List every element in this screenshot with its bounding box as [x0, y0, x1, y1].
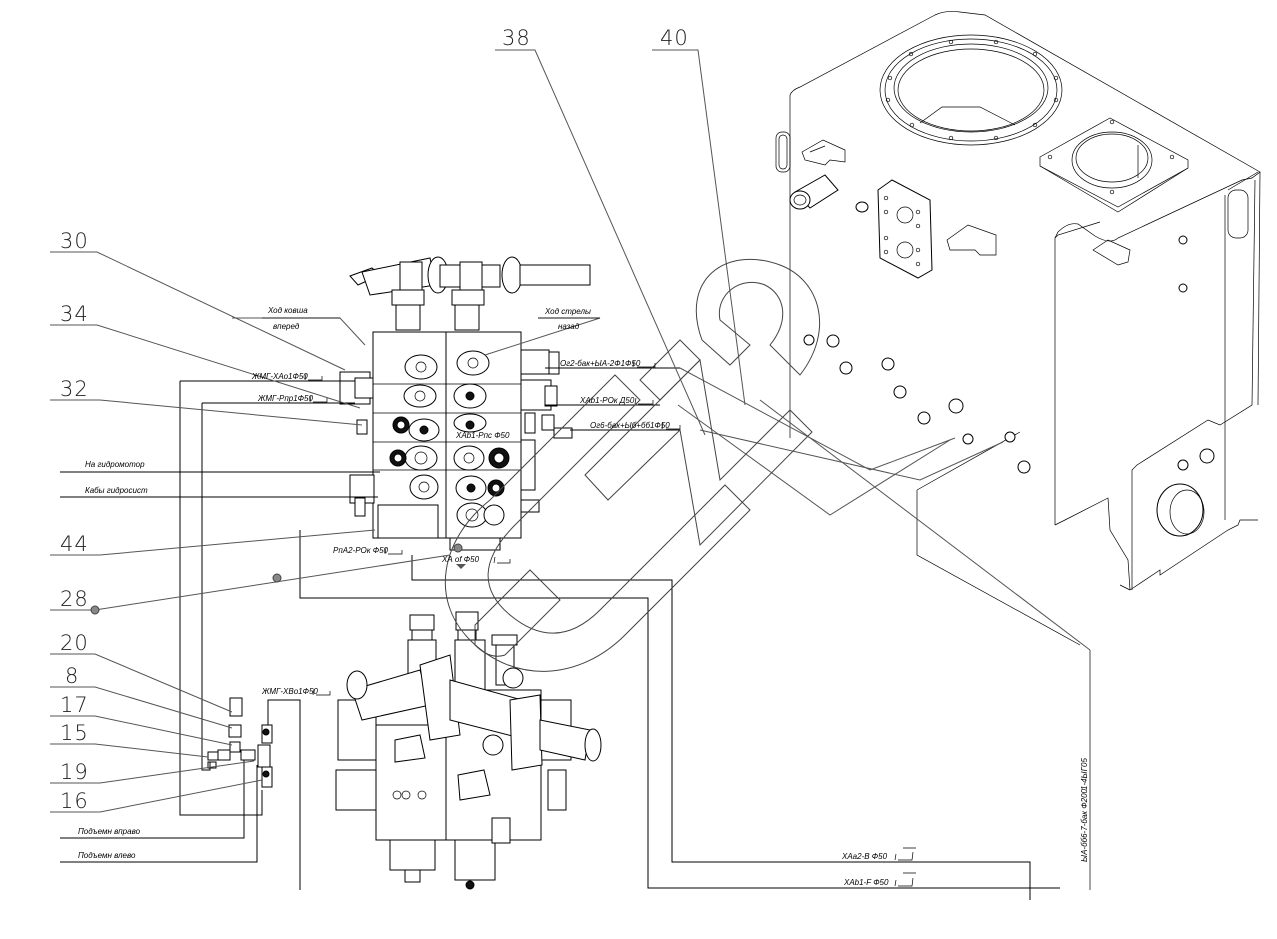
- callout-44: 44: [60, 532, 89, 556]
- leader-dot-28-end: [90, 605, 100, 615]
- upper-valve-block: [339, 256, 591, 551]
- callout-19: 19: [60, 760, 89, 784]
- lower-valve-block: [335, 611, 602, 890]
- callout-17: 17: [60, 693, 89, 717]
- callout-15: 15: [60, 721, 89, 745]
- callout-30: 30: [60, 229, 89, 253]
- note-line-xab1f: ХАb1-F Ф50: [843, 878, 889, 887]
- note-line-or2: Ог2-бак+ЫА-2Ф1Ф50: [560, 359, 641, 368]
- note-hydro-cable: Кабы гидросист: [85, 486, 148, 495]
- note-vertical-2: 1-4ЫГ05: [1080, 758, 1089, 790]
- callout-38: 38: [502, 26, 531, 50]
- callout-8: 8: [65, 664, 79, 688]
- callout-32: 32: [60, 377, 89, 401]
- dropdown-marker-icon: [456, 564, 466, 569]
- note-line-xaa2: ХАа2-В Ф50: [841, 852, 888, 861]
- hydraulic-tank: [775, 11, 1261, 646]
- callout-16: 16: [60, 789, 89, 813]
- leader-dot-28: [272, 573, 282, 583]
- note-line-rna2: РпА2-РОк Ф50: [333, 546, 389, 555]
- leader-lines: [50, 49, 1091, 813]
- note-line-xa: ЖМГ-ХАо1Ф50: [251, 372, 308, 381]
- large-flange: [879, 34, 1063, 146]
- note-line-rpp: ЖМГ-Рпр1Ф50: [257, 394, 313, 403]
- callout-34: 34: [60, 302, 89, 326]
- note-vertical-1: ЫА-бб6-7-бак Ф200: [1080, 788, 1089, 862]
- annotations: Ход ковша вперед Ход стрелы назад ЖМГ-ХА…: [78, 306, 1089, 887]
- callout-40: 40: [660, 26, 689, 50]
- note-lift-left: Подъемн влево: [78, 851, 136, 860]
- note-boom-back-2: назад: [558, 322, 580, 331]
- note-line-xab1-pok: ХАb1-РОк Д50: [579, 396, 635, 405]
- callout-20: 20: [60, 631, 89, 655]
- note-to-hydromotor: На гидромотор: [85, 460, 145, 469]
- pipelines: [60, 367, 1091, 900]
- note-line-xab1-pc: ХАb1-Рпс Ф50: [455, 431, 510, 440]
- callout-28: 28: [60, 587, 89, 611]
- callouts: 38 40 30 34 32 44 28 20 8 17 15 19 16: [60, 26, 689, 813]
- watermark-umg: [444, 258, 821, 672]
- note-line-or6: Ог6-бак+Ыб+бб1Ф50: [590, 421, 670, 430]
- note-line-xbo: ЖМГ-ХВо1Ф50: [261, 687, 318, 696]
- note-line-xa-lower: ХА оf Ф50: [441, 555, 480, 564]
- note-boom-back-1: Ход стрелы: [544, 307, 591, 316]
- leader-dot-44: [453, 543, 463, 553]
- note-bucket-forward-1: Ход ковша: [267, 306, 308, 315]
- note-bucket-forward-2: вперед: [273, 322, 300, 331]
- small-manifold: [207, 697, 273, 788]
- note-lift-right: Подъемн вправо: [78, 827, 141, 836]
- square-flange: [1039, 117, 1189, 213]
- tank-fittings: [789, 174, 1215, 537]
